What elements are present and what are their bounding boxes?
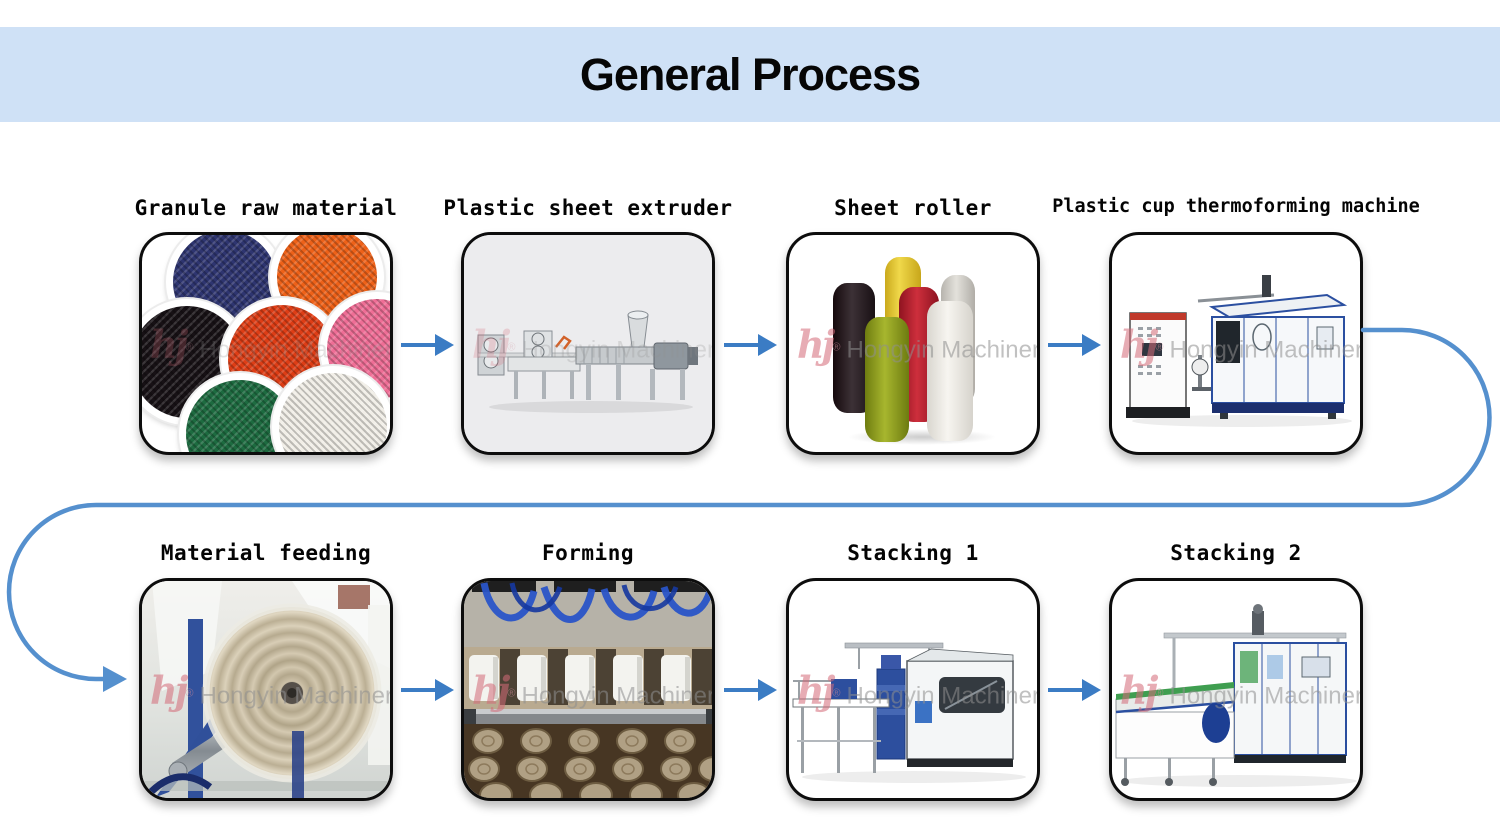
- flow-arrow-icon: [401, 334, 454, 356]
- forming-photo: [464, 581, 712, 798]
- thermoforming-machine-drawing: [1126, 275, 1352, 427]
- flow-arrow-icon: [724, 334, 777, 356]
- title-band: General Process: [0, 27, 1500, 122]
- flow-arrow-icon: [401, 679, 454, 701]
- card-stacking-1: hj®Hongyin Machinery: [786, 578, 1040, 801]
- sheet-roll-white: [927, 301, 973, 441]
- extruder-machine-drawing: [477, 310, 698, 413]
- card-plastic-sheet-extruder: hj®Hongyin Machinery: [461, 232, 715, 455]
- step-label-granule-raw-material: Granule raw material: [134, 196, 398, 220]
- page-title: General Process: [579, 49, 921, 100]
- stacking2-machine-drawing: [1115, 604, 1357, 787]
- stacking1-illustration: [789, 581, 1037, 798]
- thermoforming-illustration: [1112, 235, 1360, 452]
- card-stacking-2: hj®Hongyin Machinery: [1109, 578, 1363, 801]
- granule-photo: [142, 235, 390, 452]
- flow-arrow-icon: [1048, 334, 1101, 356]
- material-feeding-drawing: [142, 581, 390, 798]
- card-material-feeding: hj®Hongyin Machinery: [139, 578, 393, 801]
- sheet-roll-olive: [865, 317, 909, 442]
- step-label-stacking-2: Stacking 2: [1170, 541, 1302, 565]
- step-label-sheet-roller: Sheet roller: [834, 196, 992, 220]
- extruder-illustration: [464, 235, 712, 452]
- card-forming: hj®Hongyin Machinery: [461, 578, 715, 801]
- card-sheet-roller: hj®Hongyin Machinery: [786, 232, 1040, 455]
- connector-arrowhead: [103, 666, 127, 692]
- stacking1-machine-drawing: [792, 642, 1026, 783]
- step-label-plastic-sheet-extruder: Plastic sheet extruder: [443, 196, 733, 220]
- flow-arrow-icon: [724, 679, 777, 701]
- card-thermoforming-machine: hj®Hongyin Machinery: [1109, 232, 1363, 455]
- card-granule-raw-material: hj®Hongyin Machinery: [139, 232, 393, 455]
- flow-arrow-icon: [1048, 679, 1101, 701]
- material-feeding-photo: [142, 581, 390, 798]
- sheet-roller-illustration: [789, 235, 1037, 452]
- step-label-thermoforming-machine: Plastic cup thermoforming machine: [1052, 196, 1420, 217]
- forming-drawing: [464, 581, 712, 798]
- stacking2-illustration: [1112, 581, 1360, 798]
